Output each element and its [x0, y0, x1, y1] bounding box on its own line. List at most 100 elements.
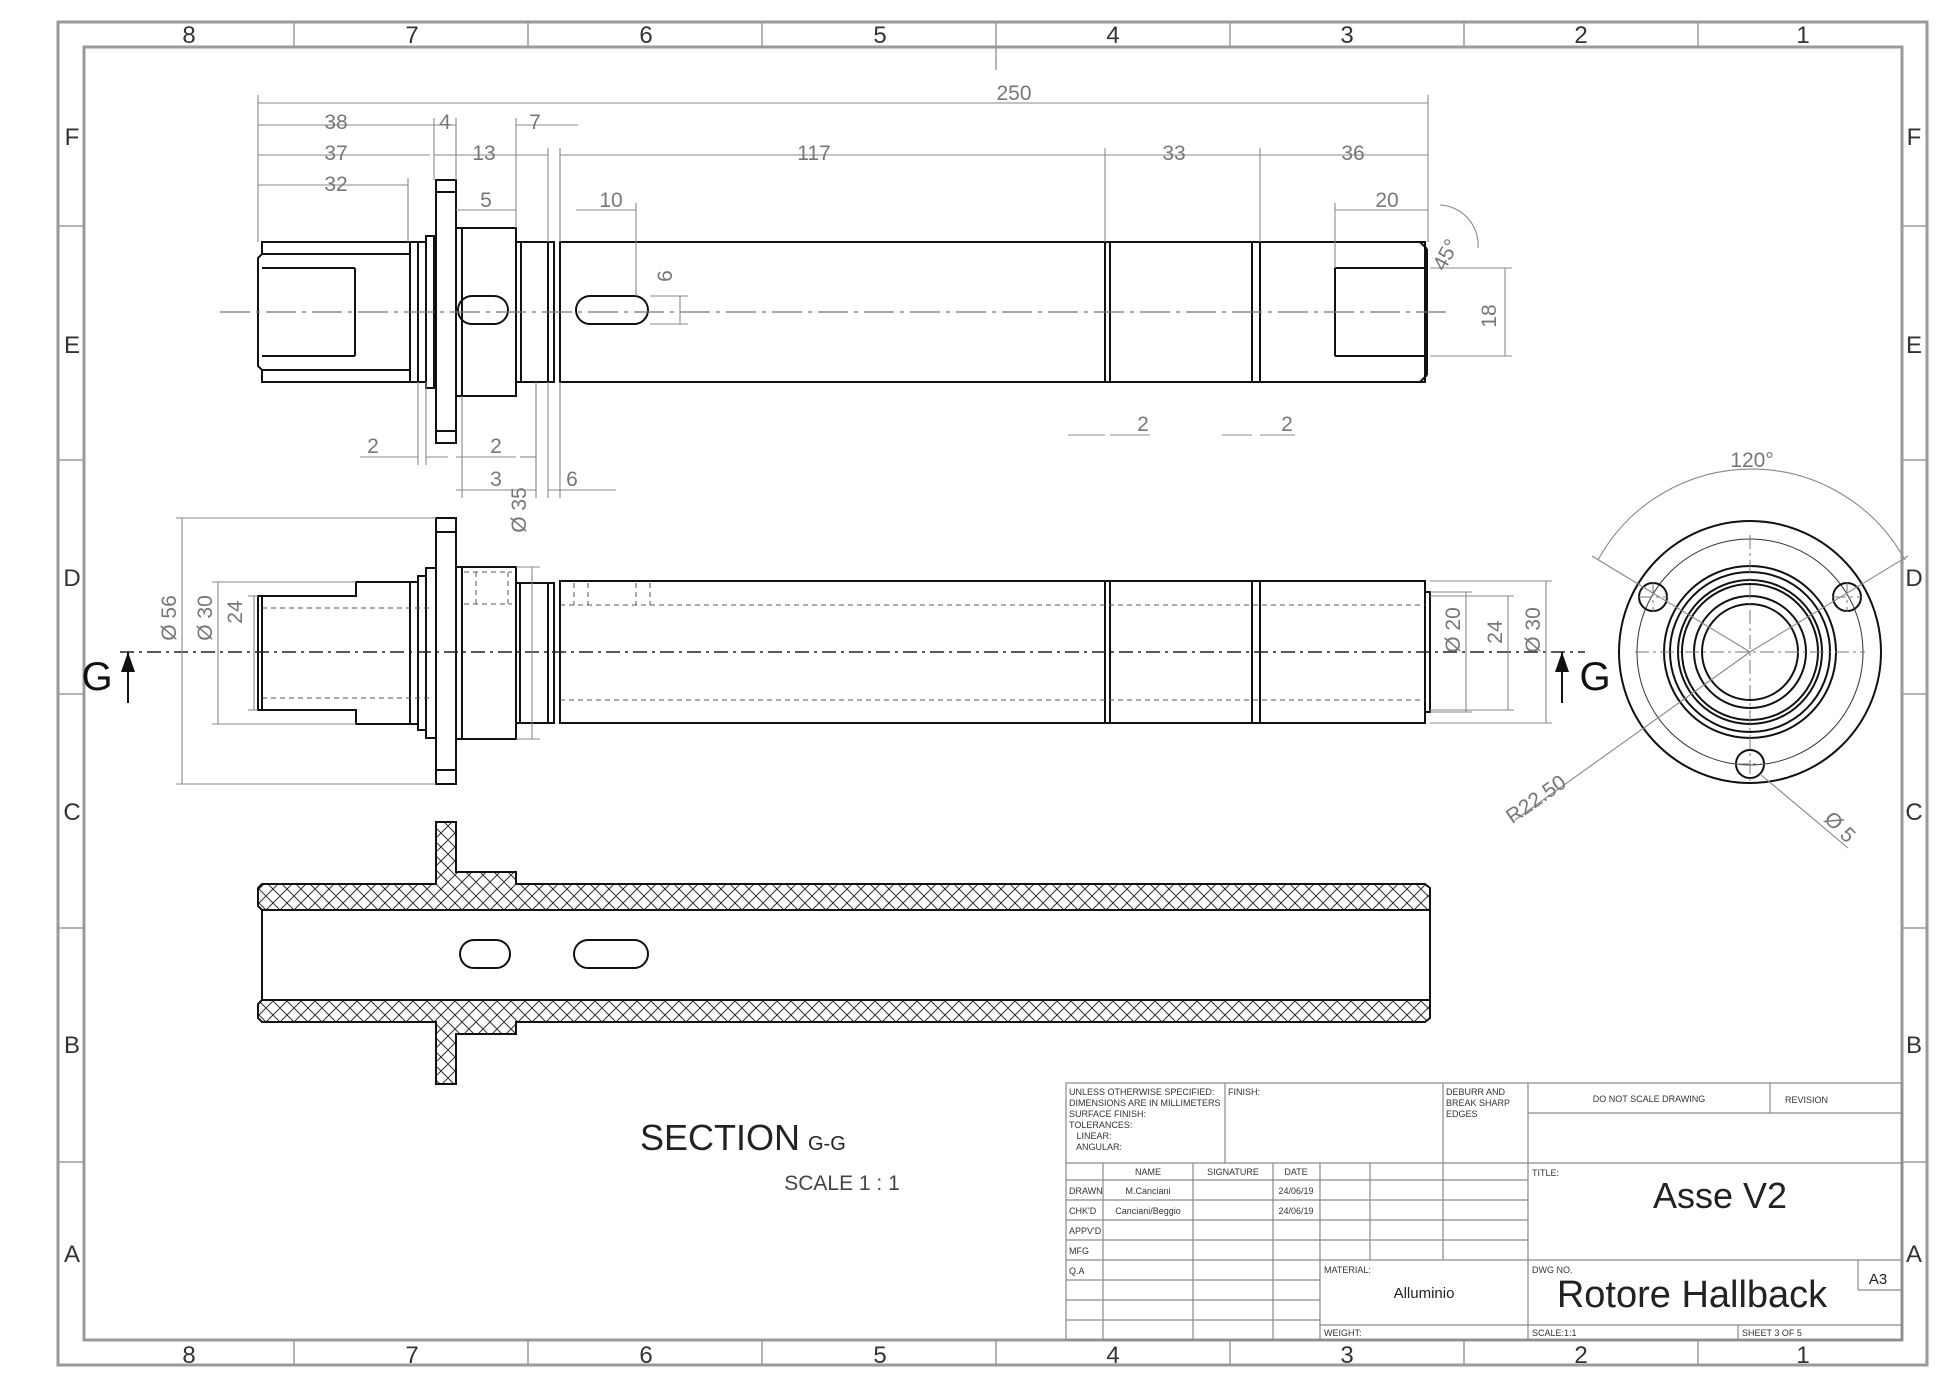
tb-note: ANGULAR:	[1069, 1142, 1122, 1152]
tb-scale-label: SCALE:1:1	[1532, 1328, 1577, 1338]
front-view	[220, 179, 1450, 444]
dim-label: 20	[1375, 189, 1398, 212]
tb-dwg-label: DWG NO.	[1532, 1265, 1573, 1275]
side-view: G G	[81, 517, 1611, 785]
svg-text:G: G	[1579, 655, 1610, 699]
tb-date: 24/06/19	[1278, 1206, 1313, 1216]
dim-label: 32	[324, 173, 347, 196]
dim-label: 2	[490, 435, 502, 458]
front-view-dimension-labels: 250 38 4 7 37 13 117 33 36 32 5 10 20 6 …	[324, 82, 1501, 491]
zone-col-bottom: 7	[405, 1342, 418, 1369]
dim-radius: R22.50	[1502, 771, 1571, 829]
end-view	[1514, 468, 1909, 849]
sheet-size: A3	[1869, 1271, 1887, 1288]
zone-row-right: A	[1906, 1241, 1922, 1268]
tb-role: DRAWN	[1069, 1186, 1103, 1196]
tb-deburr: DEBURR AND	[1446, 1087, 1506, 1097]
section-caption: SECTION G-G SCALE 1 : 1	[640, 1117, 900, 1195]
section-suffix: G-G	[808, 1133, 846, 1155]
zone-row-left: E	[64, 332, 80, 359]
title-block: UNLESS OTHERWISE SPECIFIED: DIMENSIONS A…	[1065, 1082, 1903, 1341]
zone-col-bottom: 4	[1106, 1342, 1119, 1369]
side-view-dimensions	[176, 517, 1552, 785]
drawing-title: Asse V2	[1653, 1175, 1787, 1216]
tb-name: M.Canciani	[1125, 1186, 1170, 1196]
front-view-dimensions	[257, 95, 1512, 498]
zone-col-bottom: 2	[1574, 1342, 1587, 1369]
tb-col-name: NAME	[1135, 1167, 1161, 1177]
dim-label: 37	[324, 142, 347, 165]
dim-label: 7	[529, 111, 541, 134]
tb-do-not-scale: DO NOT SCALE DRAWING	[1593, 1094, 1706, 1104]
zone-col-bottom: 5	[873, 1342, 886, 1369]
tb-date: 24/06/19	[1278, 1186, 1313, 1196]
tb-deburr: EDGES	[1446, 1109, 1478, 1119]
tb-weight-label: WEIGHT:	[1324, 1328, 1362, 1338]
zone-col-bottom: 3	[1340, 1342, 1353, 1369]
tb-sheet-label: SHEET 3 OF 5	[1742, 1328, 1802, 1338]
zone-row-left: A	[64, 1241, 80, 1268]
zone-col-top: 2	[1574, 22, 1587, 49]
dim-label: 2	[1137, 413, 1149, 436]
section-arrow-left: G	[81, 652, 135, 703]
zone-row-right: C	[1905, 799, 1922, 826]
dim-label: 2	[1281, 413, 1293, 436]
dim-label: 5	[480, 189, 492, 212]
dim-label: 3	[490, 468, 502, 491]
zone-row-left: D	[63, 565, 80, 592]
dim-label: 6	[654, 270, 677, 282]
side-view-dimension-labels: Ø 56 Ø 30 24 Ø 35 Ø 20 24 Ø 30	[158, 487, 1545, 653]
tb-note: TOLERANCES:	[1069, 1120, 1132, 1130]
dim-label: 117	[797, 142, 830, 165]
dim-label: 33	[1162, 142, 1185, 165]
zone-row-right: F	[1907, 124, 1922, 151]
zone-col-top: 8	[182, 22, 195, 49]
tb-note: SURFACE FINISH:	[1069, 1109, 1146, 1119]
dim-overall: 250	[996, 82, 1031, 105]
dim-label: 6	[566, 468, 578, 491]
dim-label: 4	[439, 111, 451, 134]
section-title: SECTION	[640, 1117, 800, 1158]
zone-col-bottom: 6	[639, 1342, 652, 1369]
section-arrow-right: G	[1555, 652, 1611, 703]
tb-material-label: MATERIAL:	[1324, 1265, 1371, 1275]
zone-row-right: D	[1905, 565, 1922, 592]
dim-label: 24	[1484, 620, 1507, 644]
dim-label: Ø 20	[1442, 607, 1465, 653]
zone-row-left: C	[63, 799, 80, 826]
section-view	[257, 821, 1431, 1085]
tb-name: Canciani/Beggio	[1115, 1206, 1181, 1216]
dim-label: 36	[1341, 142, 1364, 165]
tb-role: Q.A	[1069, 1266, 1085, 1276]
zone-col-bottom: 1	[1796, 1342, 1809, 1369]
zone-row-left: B	[64, 1032, 80, 1059]
zone-labels: 8 7 6 5 4 3 2 1 8 7 6 5 4 3 2 1 F E D C …	[63, 22, 1922, 1369]
zone-row-left: F	[65, 124, 80, 151]
dim-angle: 120°	[1730, 449, 1773, 472]
tb-col-signature: SIGNATURE	[1207, 1167, 1259, 1177]
zone-col-bottom: 8	[182, 1342, 195, 1369]
sheet-border	[56, 20, 1929, 1367]
dim-hole: Ø 5	[1819, 807, 1859, 847]
zone-col-top: 7	[405, 22, 418, 49]
dim-label: 10	[599, 189, 622, 212]
zone-col-top: 4	[1106, 22, 1119, 49]
tb-role: CHK'D	[1069, 1206, 1097, 1216]
dim-label: Ø 35	[508, 487, 531, 533]
drawing-number: Rotore Hallback	[1557, 1274, 1828, 1316]
svg-text:G: G	[81, 655, 112, 699]
tb-title-label: TITLE:	[1532, 1168, 1559, 1178]
tb-col-date: DATE	[1284, 1167, 1307, 1177]
tb-note: LINEAR:	[1069, 1131, 1112, 1141]
dim-label: Ø 30	[194, 595, 217, 641]
zone-col-top: 3	[1340, 22, 1353, 49]
dim-label: Ø 30	[1522, 607, 1545, 653]
tb-revision-label: REVISION	[1785, 1095, 1828, 1105]
tb-note: UNLESS OTHERWISE SPECIFIED:	[1069, 1087, 1214, 1097]
tb-note: DIMENSIONS ARE IN MILLIMETERS	[1069, 1098, 1221, 1108]
dim-label: 24	[224, 600, 247, 624]
zone-col-top: 1	[1796, 22, 1809, 49]
tb-role: APPV'D	[1069, 1226, 1102, 1236]
section-scale: SCALE 1 : 1	[784, 1172, 900, 1195]
